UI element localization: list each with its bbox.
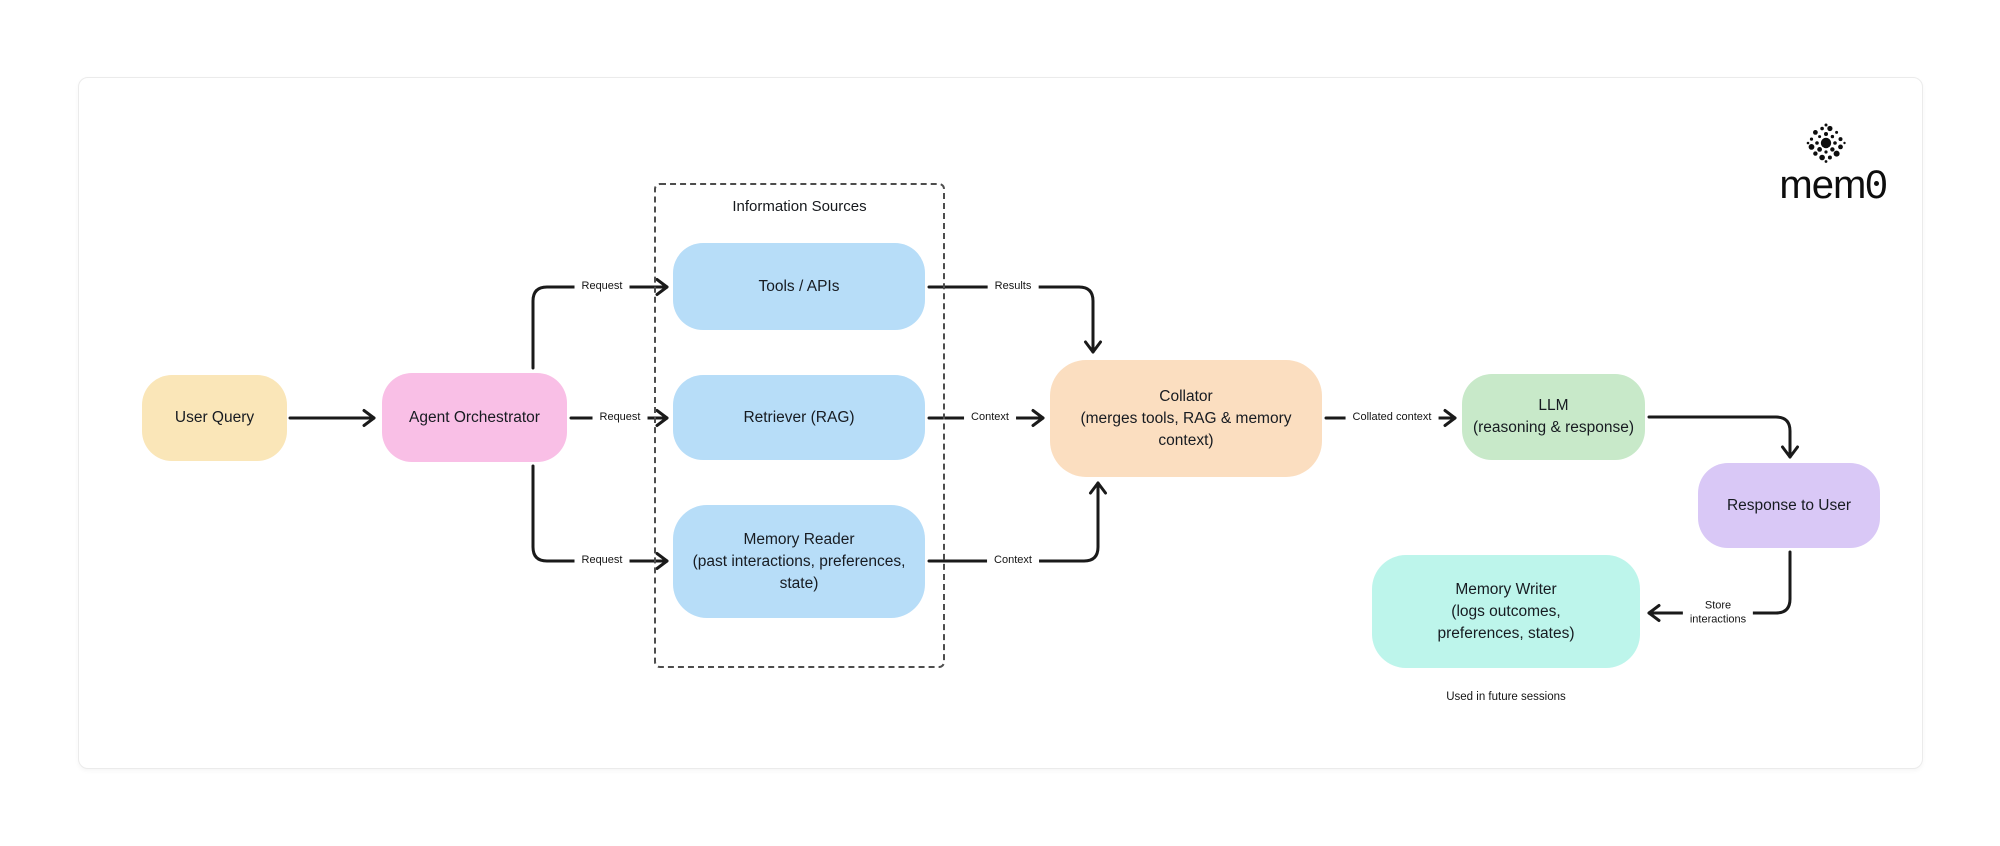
node-agent-orchestrator: Agent Orchestrator: [382, 373, 567, 462]
node-retriever-rag: Retriever (RAG): [673, 375, 925, 460]
edge-label-context-memory: Context: [987, 552, 1039, 570]
edge-label-store-interactions: Store interactions: [1682, 597, 1754, 629]
edge-label-request-retriever: Request: [592, 409, 648, 427]
node-llm: LLM (reasoning & response): [1462, 374, 1645, 460]
mem0-logo: mem0: [1778, 121, 1888, 205]
information-sources-title: Information Sources: [732, 198, 867, 215]
mem0-wordmark: mem0: [1779, 163, 1887, 207]
edge-label-request-memory: Request: [574, 552, 630, 570]
mem0-dots-icon: [1806, 123, 1846, 163]
edge-label-context-retriever: Context: [964, 409, 1016, 427]
edge-label-request-tools: Request: [574, 278, 630, 296]
information-sources-group: Information Sources: [654, 183, 945, 668]
future-sessions-note: Used in future sessions: [1446, 691, 1566, 703]
node-response-to-user: Response to User: [1698, 463, 1880, 548]
node-user-query: User Query: [142, 375, 287, 461]
node-memory-reader: Memory Reader (past interactions, prefer…: [673, 505, 925, 618]
node-collator: Collator (merges tools, RAG & memory con…: [1050, 360, 1322, 477]
node-memory-writer: Memory Writer (logs outcomes, preference…: [1372, 555, 1640, 668]
node-tools-apis: Tools / APIs: [673, 243, 925, 330]
edge-label-results: Results: [987, 278, 1039, 296]
zero-center-dot: [1874, 181, 1879, 186]
edge-label-collated-context: Collated context: [1345, 409, 1439, 427]
